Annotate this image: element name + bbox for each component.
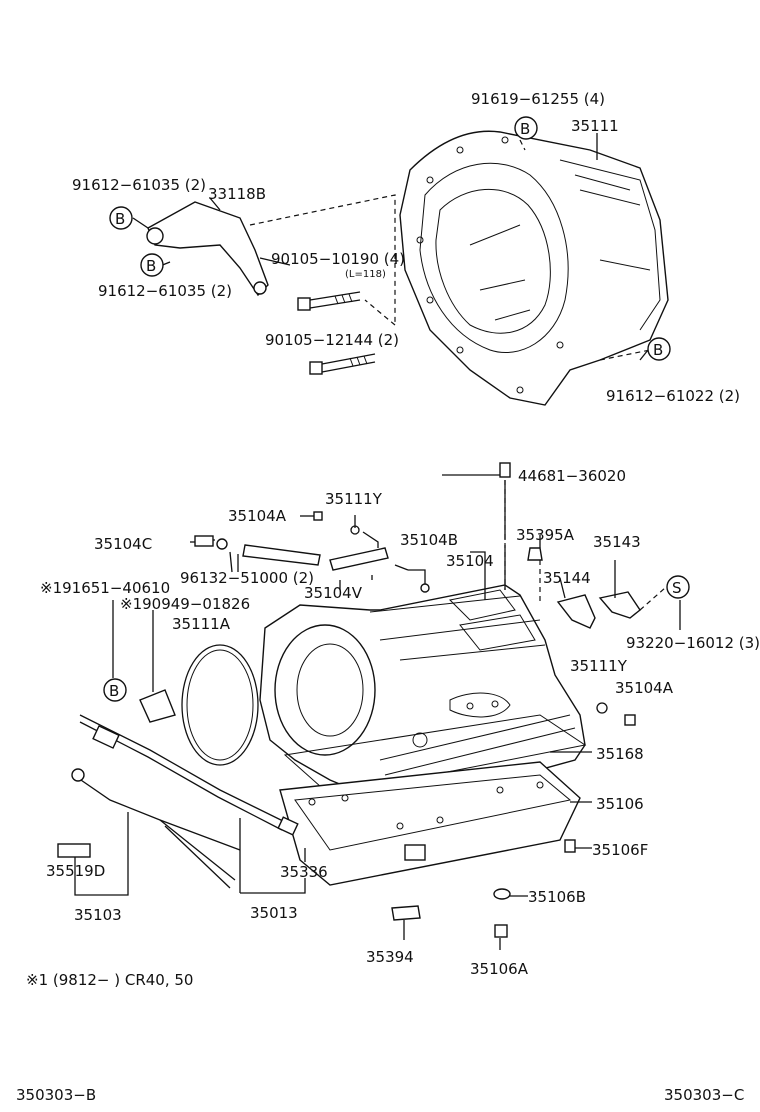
label-35103: 35103	[74, 906, 122, 924]
label-190949-01826: ※190949−01826	[120, 595, 250, 613]
label-191651-40610: ※191651−40610	[40, 579, 170, 597]
label-35111a: 35111A	[172, 615, 231, 633]
dash-bracket-housing	[249, 194, 396, 325]
svg-text:S: S	[672, 579, 682, 597]
svg-text:B: B	[115, 210, 125, 228]
hose-35104v	[329, 547, 389, 571]
label-length-118: (L=118)	[345, 269, 386, 280]
dipstick-tube-35013	[79, 714, 299, 836]
oil-pan-35106	[279, 761, 581, 886]
o-ring-35111a	[181, 644, 259, 766]
label-35013: 35013	[250, 904, 298, 922]
diagram-code-left: 350303−B	[16, 1086, 96, 1104]
bolt-90105-10190	[297, 291, 361, 311]
label-35104a-right: 35104A	[615, 679, 674, 697]
strainer-35394	[391, 905, 421, 921]
bolt-90105-12144	[309, 353, 376, 375]
label-96132-51000: 96132−51000 (2)	[180, 569, 314, 587]
label-91612-61035-bot: 91612−61035 (2)	[98, 282, 232, 300]
label-35394: 35394	[366, 948, 414, 966]
svg-text:B: B	[653, 341, 663, 359]
label-35519d	[57, 843, 91, 858]
label-33118b: 33118B	[208, 185, 266, 203]
label-35395a: 35395A	[516, 526, 575, 544]
bolt-35104a-top	[313, 511, 323, 521]
union-35104c	[194, 535, 228, 550]
marker-b-housing-right: B	[647, 337, 671, 361]
label-35106b: 35106B	[528, 888, 586, 906]
tube-35104b	[394, 564, 426, 585]
svg-text:B: B	[146, 257, 156, 275]
footnote: ※1 (9812− ) CR40, 50	[26, 971, 193, 989]
bracket-35143	[598, 591, 641, 619]
label-35111y-right: 35111Y	[570, 657, 628, 675]
bracket-35144	[556, 594, 596, 629]
label-35336: 35336	[280, 863, 328, 881]
svg-text:B: B	[520, 120, 530, 138]
label-91612-61035-top: 91612−61035 (2)	[72, 176, 206, 194]
breather-35395a	[527, 547, 543, 561]
label-35168: 35168	[596, 745, 644, 763]
label-35144: 35144	[543, 569, 591, 587]
svg-text:B: B	[109, 682, 119, 700]
label-35104: 35104	[446, 552, 494, 570]
hose-short	[242, 544, 321, 566]
marker-b-bracket-top: B	[109, 206, 133, 230]
marker-b-top: B	[514, 116, 538, 140]
clamp-190949	[139, 689, 176, 723]
transmission-case	[259, 584, 586, 806]
bracket-33118b	[146, 201, 269, 297]
label-35519d: 35519D	[46, 862, 105, 880]
gasket-35168	[283, 714, 587, 796]
label-35104c: 35104C	[94, 535, 152, 553]
label-91612-61022: 91612−61022 (2)	[606, 387, 740, 405]
label-90105-10190: 90105−10190 (4)	[271, 250, 405, 268]
label-35106: 35106	[596, 795, 644, 813]
label-93220-16012: 93220−16012 (3)	[626, 634, 760, 652]
label-35106a: 35106A	[470, 960, 529, 978]
diagram-code-right: 350303−C	[664, 1086, 744, 1104]
label-35111: 35111	[571, 117, 619, 135]
marker-s: S	[666, 575, 690, 599]
o-ring-35111y-right	[596, 702, 608, 714]
label-35111y-top: 35111Y	[325, 490, 383, 508]
label-44681-36020: 44681−36020	[518, 467, 626, 485]
converter-housing	[399, 130, 669, 406]
label-35106f: 35106F	[592, 841, 648, 859]
label-91619-61255: 91619−61255 (4)	[471, 90, 605, 108]
bolt-35106a	[494, 924, 508, 938]
bolt-35104a-right	[624, 714, 636, 726]
label-35143: 35143	[593, 533, 641, 551]
marker-b-bracket-bot: B	[140, 253, 164, 277]
gasket-35106b	[493, 888, 511, 900]
dipstick-35103	[71, 768, 241, 889]
plug-44681	[499, 462, 511, 478]
label-35104a-top: 35104A	[228, 507, 287, 525]
label-35104v: 35104V	[304, 584, 363, 602]
drain-plug-35106f	[564, 839, 576, 853]
label-35104b: 35104B	[400, 531, 458, 549]
label-90105-12144: 90105−12144 (2)	[265, 331, 399, 349]
marker-b-lower: B	[103, 678, 127, 702]
